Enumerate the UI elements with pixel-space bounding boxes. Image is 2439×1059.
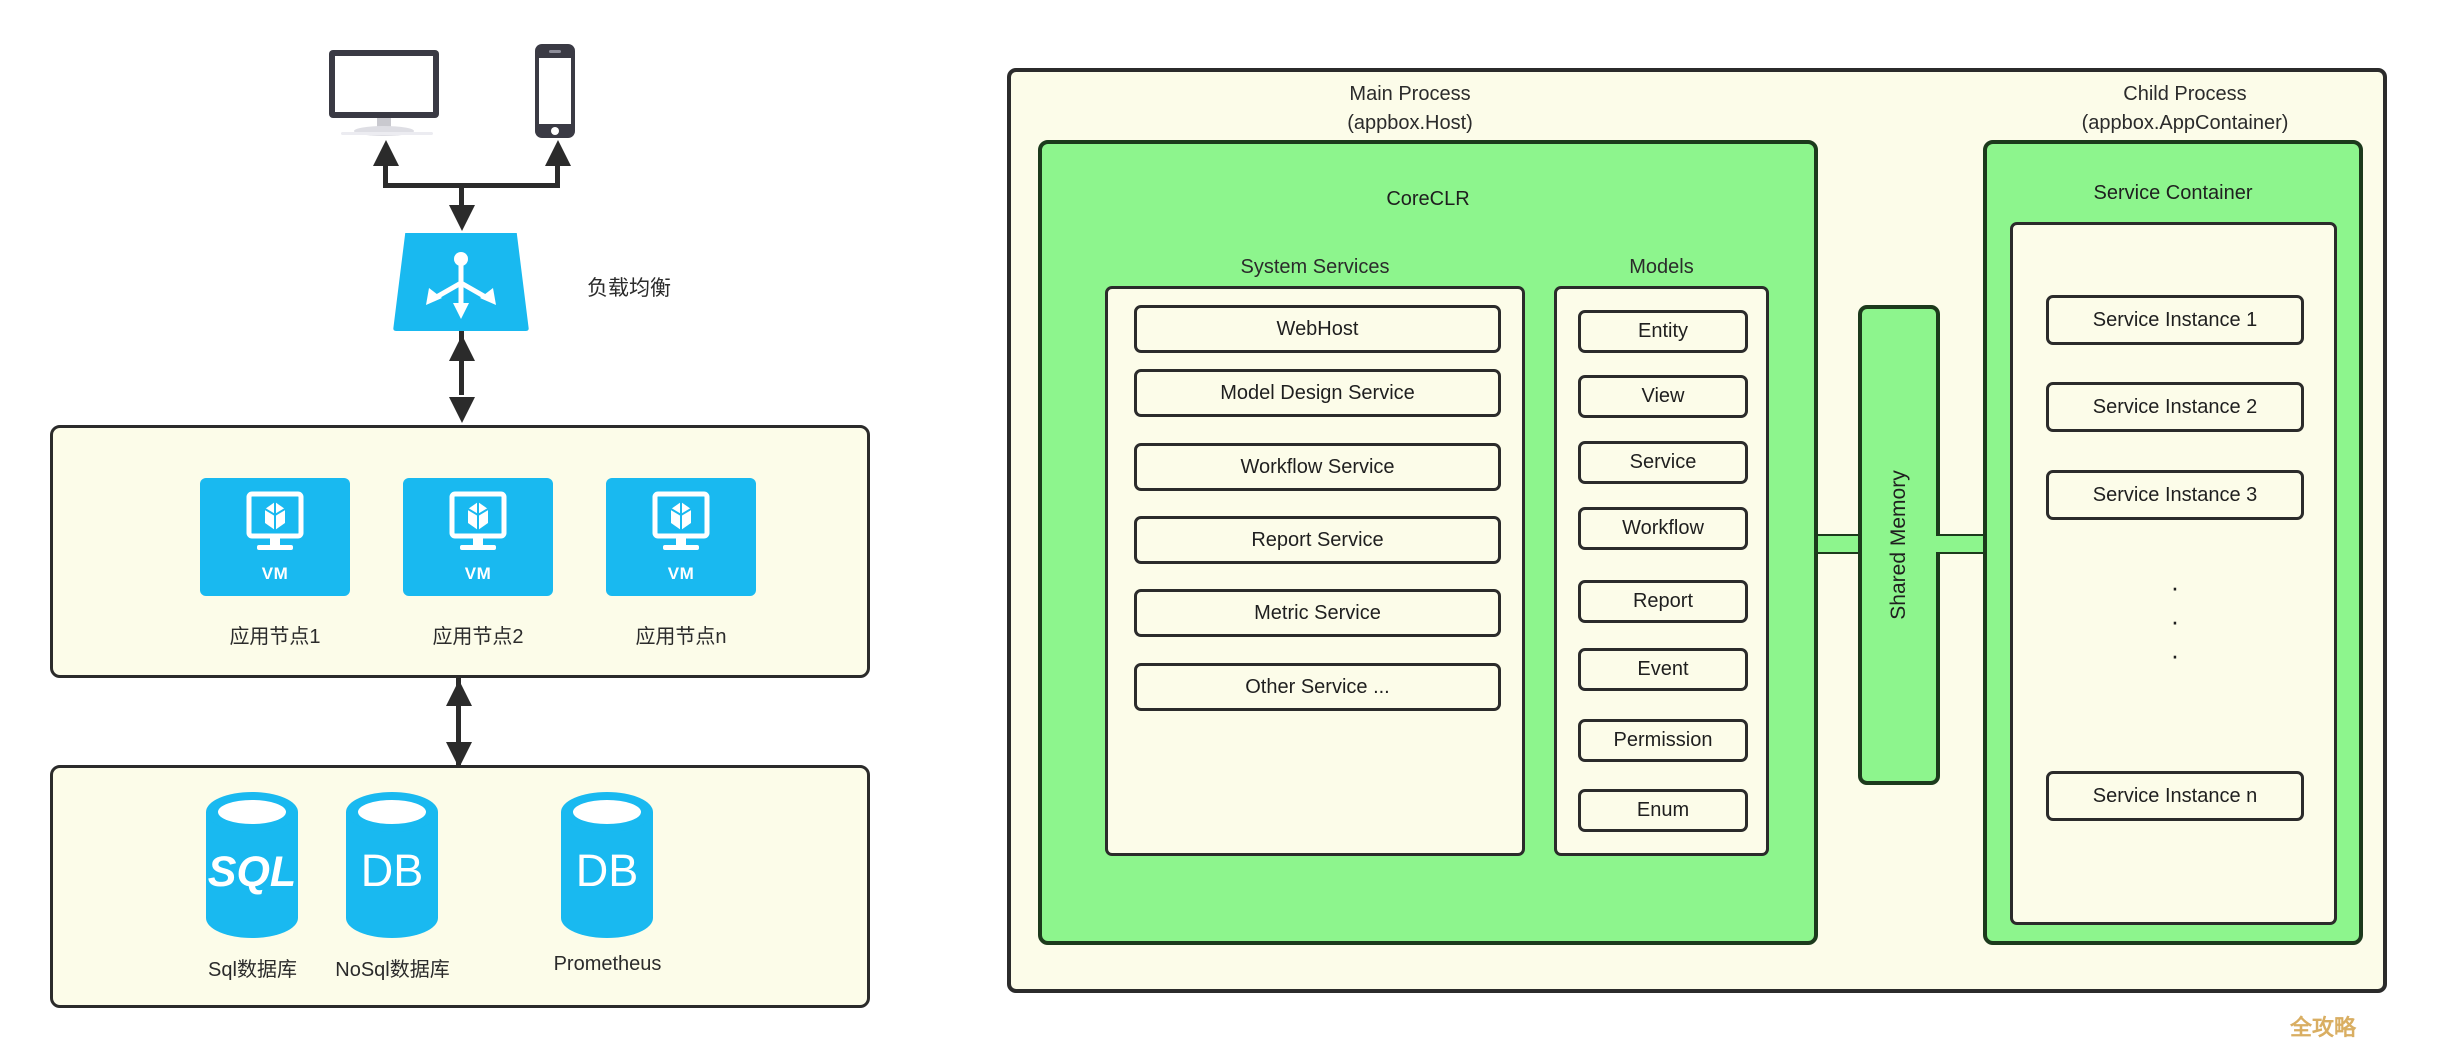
model-item-5[interactable]: Event [1578, 648, 1748, 691]
shared-memory-connector-right [1936, 534, 1984, 554]
line-bus-to-lb [459, 183, 464, 213]
arrow-to-desktop [373, 140, 399, 166]
ellipsis-dot-3: · [2170, 640, 2180, 670]
arrow-nodes-to-lb [449, 335, 475, 361]
vm-badge-1: VM [261, 564, 289, 583]
system-service-item-4[interactable]: Metric Service [1134, 589, 1501, 637]
database-panel [50, 765, 870, 1008]
system-services-caption: System Services [1240, 256, 1390, 278]
load-balancer-shape [393, 233, 529, 331]
app-node-caption-1: 应用节点1 [229, 626, 321, 648]
database-caption-2: NoSql数据库 [335, 959, 450, 981]
coreclr-title: CoreCLR [1386, 188, 1470, 210]
model-item-6[interactable]: Permission [1578, 719, 1748, 762]
system-service-item-5[interactable]: Other Service ... [1134, 663, 1501, 711]
child-process-title-line1: Child Process [2123, 83, 2247, 105]
model-item-0[interactable]: Entity [1578, 310, 1748, 353]
main-process-title: Main Process (appbox.Host) [1210, 80, 1610, 138]
arrow-to-phone [545, 140, 571, 166]
child-process-title: Child Process (appbox.AppContainer) [1985, 80, 2385, 138]
models-group [1554, 286, 1769, 856]
line-desktop-vertical [383, 162, 388, 186]
line-nodes-to-db [456, 678, 461, 766]
model-item-2[interactable]: Service [1578, 441, 1748, 484]
arrow-to-load-balancer [449, 205, 475, 231]
system-service-item-2[interactable]: Workflow Service [1134, 443, 1501, 491]
arrow-db-to-nodes [446, 680, 472, 706]
service-container-title: Service Container [2093, 182, 2253, 204]
svg-text:DB: DB [576, 845, 639, 896]
app-node-caption-2: 应用节点2 [432, 626, 524, 648]
models-caption: Models [1629, 256, 1694, 278]
watermark-text: 全攻略 [2289, 1015, 2356, 1040]
mobile-phone-icon [531, 42, 583, 142]
child-process-title-line2: (appbox.AppContainer) [2081, 112, 2289, 134]
system-service-item-3[interactable]: Report Service [1134, 516, 1501, 564]
svg-text:DB: DB [361, 845, 424, 896]
load-balancer-label: 负载均衡 [587, 277, 671, 300]
svg-text:SQL: SQL [208, 848, 296, 896]
vm-badge-2: VM [464, 564, 492, 583]
vm-tile-3: VM [606, 478, 756, 596]
service-instance-n[interactable]: Service Instance n [2046, 771, 2304, 821]
service-instance-1[interactable]: Service Instance 1 [2046, 295, 2304, 345]
line-phone-vertical [555, 162, 560, 186]
shared-memory-connector-left [1818, 534, 1863, 554]
main-process-title-line1: Main Process [1349, 83, 1471, 105]
main-process-title-line2: (appbox.Host) [1347, 112, 1473, 134]
service-instance-ellipsis: · · · [2046, 570, 2304, 672]
desktop-monitor-icon [325, 48, 450, 138]
arrow-lb-to-nodes [449, 397, 475, 423]
model-item-3[interactable]: Workflow [1578, 507, 1748, 550]
system-service-item-0[interactable]: WebHost [1134, 305, 1501, 353]
shared-memory-label: Shared Memory [1887, 470, 1910, 620]
vm-badge-3: VM [667, 564, 695, 583]
line-lb-to-nodes [459, 331, 464, 395]
database-caption-3: Prometheus [553, 953, 662, 975]
line-client-bus [383, 183, 560, 188]
ellipsis-dot-2: · [2170, 606, 2180, 636]
system-service-item-1[interactable]: Model Design Service [1134, 369, 1501, 417]
database-caption-1: Sql数据库 [208, 959, 297, 981]
ellipsis-dot-1: · [2170, 572, 2180, 602]
service-instance-2[interactable]: Service Instance 2 [2046, 382, 2304, 432]
vm-tile-2: VM [403, 478, 553, 596]
database-icon-1: SQL [190, 790, 315, 940]
model-item-7[interactable]: Enum [1578, 789, 1748, 832]
arrow-nodes-to-db [446, 742, 472, 768]
vm-tile-1: VM [200, 478, 350, 596]
model-item-1[interactable]: View [1578, 375, 1748, 418]
database-icon-3: DB [545, 790, 670, 940]
database-icon-2: DB [330, 790, 455, 940]
service-instance-3[interactable]: Service Instance 3 [2046, 470, 2304, 520]
model-item-4[interactable]: Report [1578, 580, 1748, 623]
app-node-caption-3: 应用节点n [635, 626, 727, 648]
shared-memory-box: Shared Memory [1858, 305, 1940, 785]
